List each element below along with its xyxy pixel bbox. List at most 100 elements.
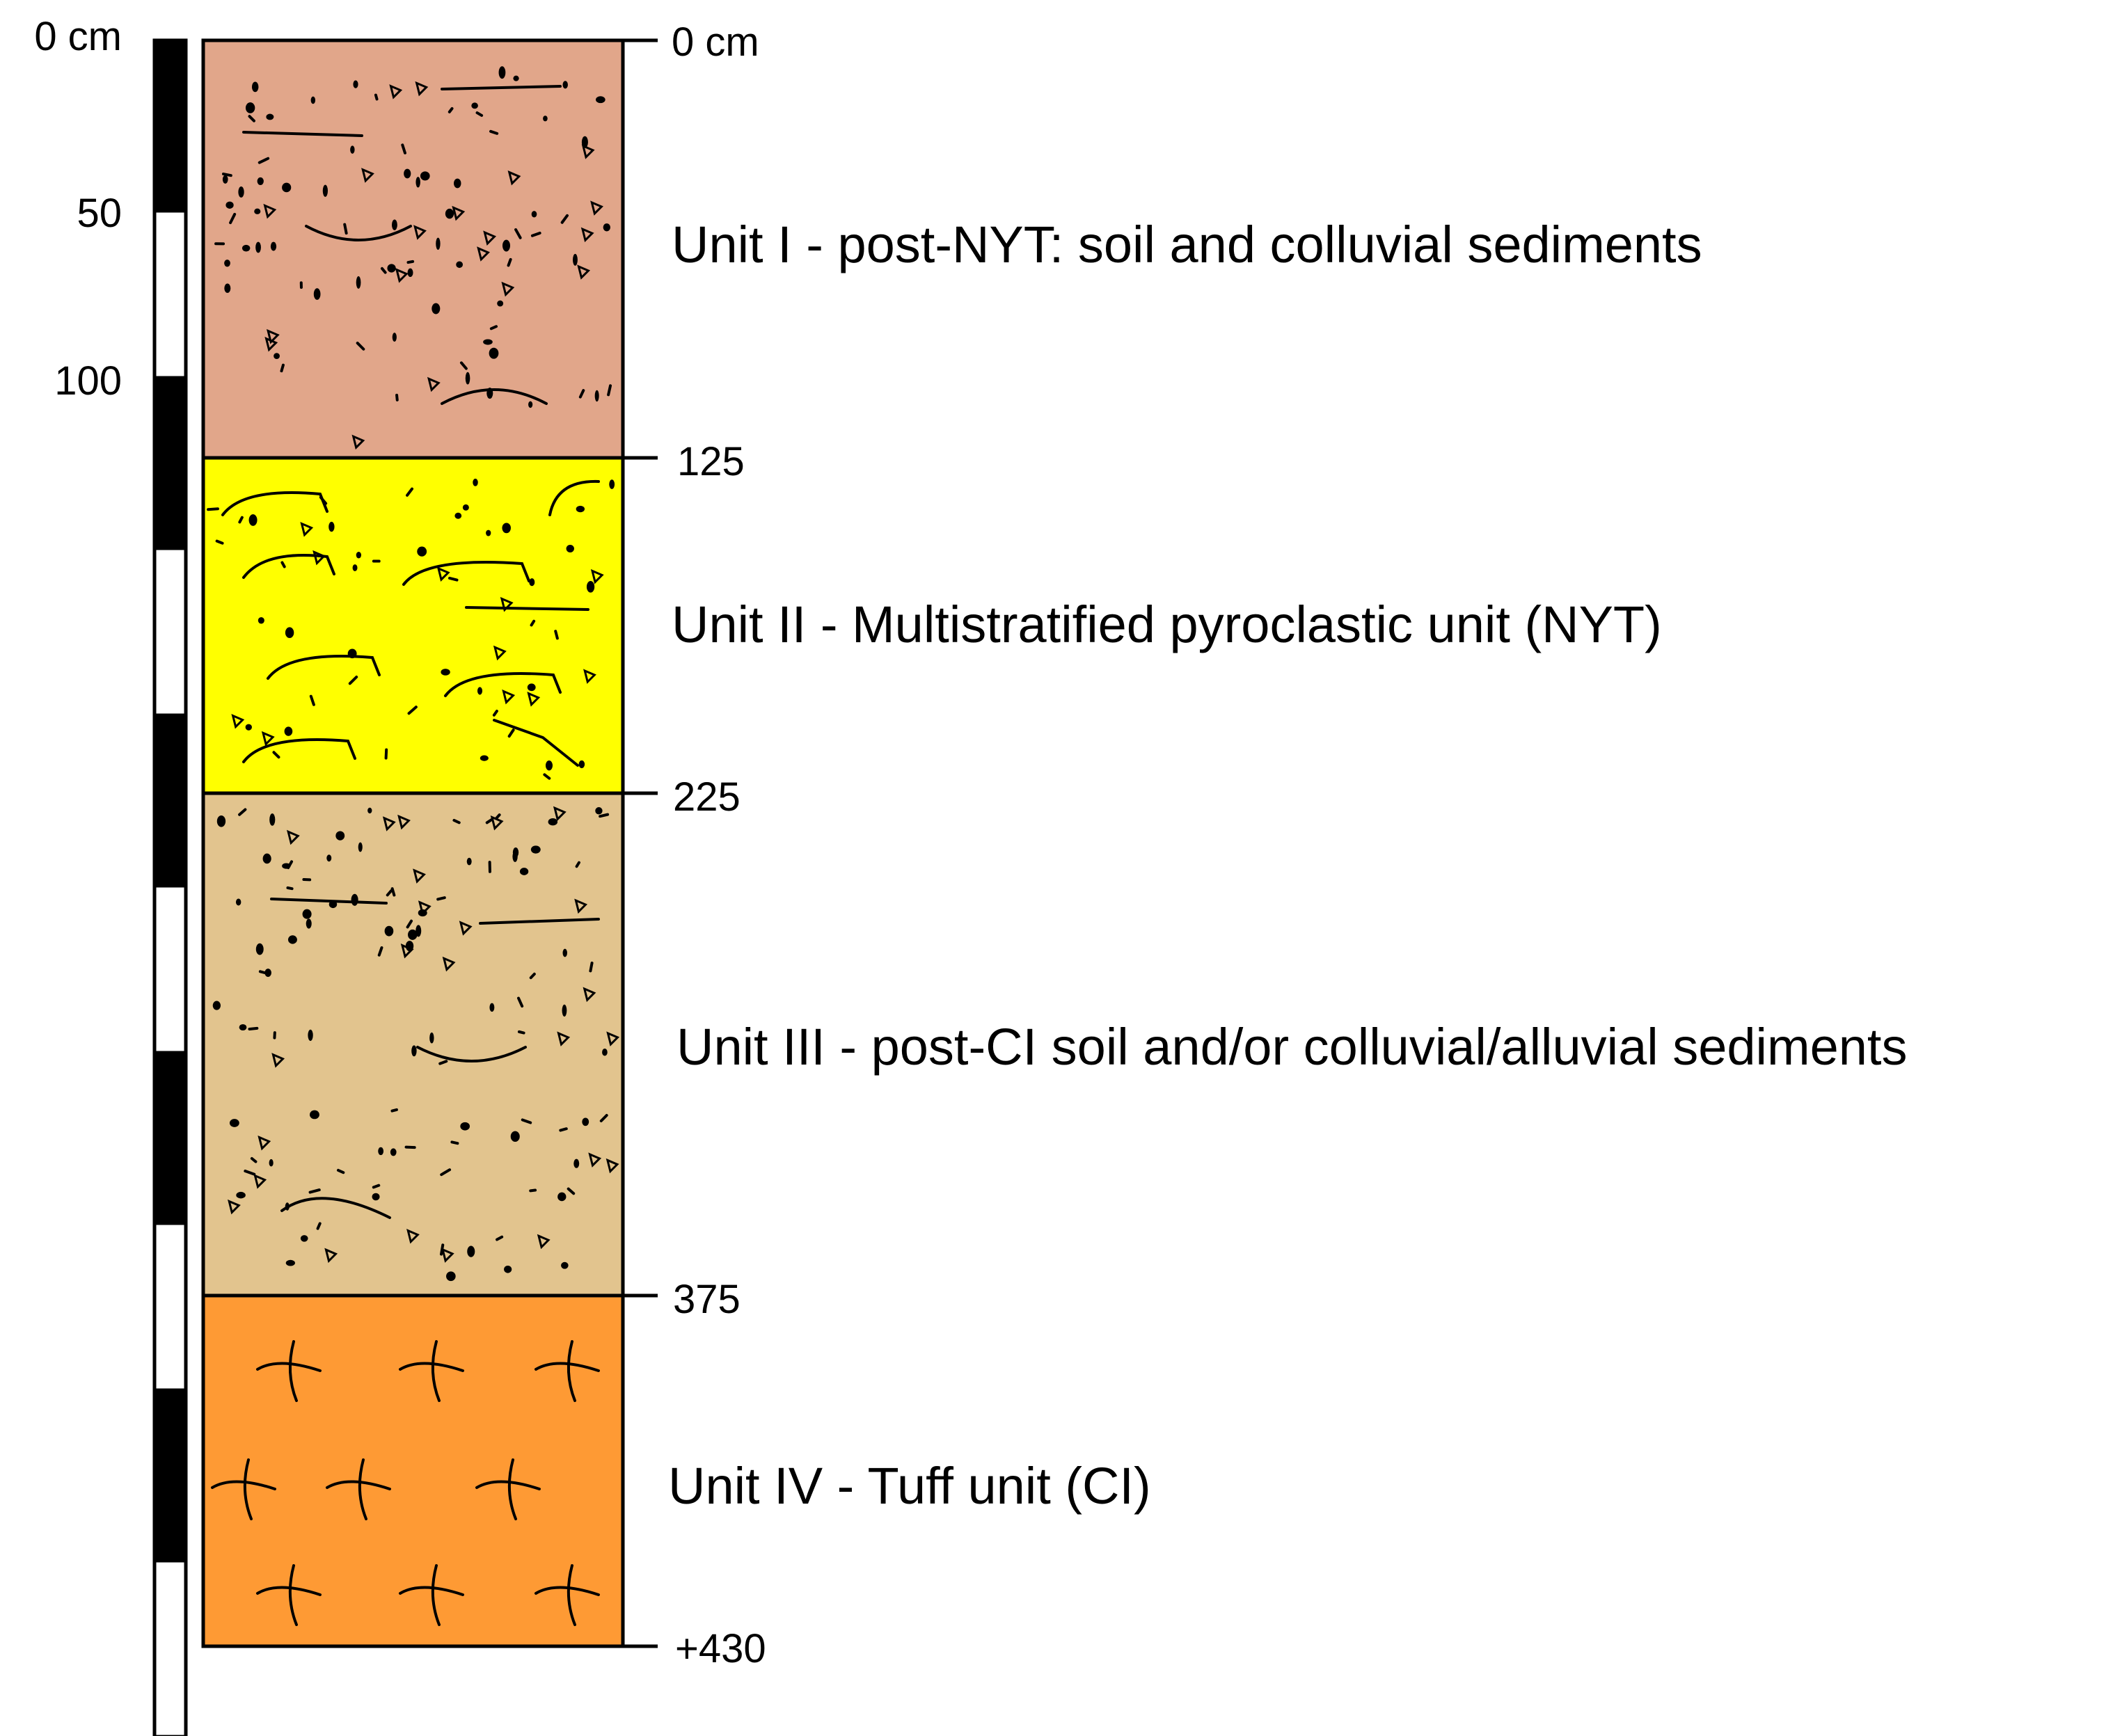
pebble-mark — [545, 761, 553, 771]
grain-dash — [448, 107, 454, 113]
pebble-mark — [358, 842, 363, 852]
clast-mark — [580, 227, 594, 243]
lens-line — [280, 1197, 391, 1219]
pebble-mark — [466, 857, 472, 866]
clast-mark — [413, 225, 427, 240]
pebble-mark — [224, 283, 231, 293]
grain-dash — [495, 813, 501, 820]
pebble-mark — [454, 178, 461, 189]
depth-label-225: 225 — [673, 774, 741, 820]
bedding-line — [479, 918, 600, 925]
pebble-mark — [284, 726, 293, 736]
clast-mark — [382, 816, 396, 831]
grain-dash — [560, 214, 569, 224]
scale-segment — [152, 1221, 188, 1392]
pebble-mark — [222, 175, 228, 184]
pebble-mark — [351, 893, 358, 906]
pebble-mark — [513, 75, 519, 81]
grain-dash — [380, 266, 387, 274]
pebble-mark — [477, 687, 483, 695]
grain-dash — [554, 630, 559, 640]
pebble-mark — [460, 1122, 470, 1131]
grain-dash — [543, 773, 551, 780]
clast-mark — [231, 714, 245, 729]
pebble-mark — [372, 1193, 380, 1201]
grain-dash — [529, 972, 536, 980]
pebble-mark — [462, 504, 469, 511]
unit-3-description: Unit III - post-CI soil and/or colluvial… — [676, 1018, 1907, 1076]
pebble-mark — [322, 184, 328, 197]
pebble-mark — [216, 815, 226, 827]
pebble-mark — [287, 935, 297, 944]
lens-line — [441, 388, 548, 405]
tuff-symbol-h — [535, 1586, 600, 1596]
pebble-mark — [270, 241, 277, 251]
grain-dash — [248, 1026, 259, 1030]
pebble-mark — [236, 1191, 246, 1199]
grain-dash — [374, 93, 379, 101]
cross-bed-line — [221, 491, 328, 516]
clast-mark — [477, 246, 490, 262]
tuff-symbol-h — [475, 1480, 541, 1490]
tuff-symbol-h — [256, 1362, 322, 1372]
tuff-symbol-h — [211, 1480, 276, 1490]
pebble-mark — [387, 264, 396, 273]
clast-mark — [361, 168, 374, 183]
grain-dash — [280, 561, 286, 568]
depth-label-430: +430 — [675, 1626, 766, 1671]
pebble-mark — [392, 333, 397, 342]
pebble-mark — [498, 66, 506, 79]
pebble-mark — [504, 1265, 512, 1273]
grain-dash — [517, 1030, 525, 1035]
pebble-mark — [415, 177, 420, 188]
grain-dash — [221, 173, 232, 177]
clast-mark — [500, 596, 514, 612]
clast-mark — [527, 692, 541, 707]
grain-dash — [452, 818, 461, 825]
pebble-mark — [483, 339, 493, 345]
grain-dash — [438, 1060, 448, 1065]
tuff-symbol-v — [243, 1458, 253, 1520]
pebble-mark — [411, 1045, 417, 1057]
clast-mark — [418, 900, 432, 916]
grain-dash — [492, 709, 498, 717]
pebble-mark — [454, 512, 462, 519]
pebble-mark — [420, 171, 430, 181]
scale-segment — [152, 376, 188, 550]
clast-mark — [286, 829, 300, 845]
grain-dash — [514, 228, 522, 239]
pebble-mark — [248, 514, 258, 526]
grain-dash — [475, 111, 484, 117]
pebble-mark — [390, 1148, 397, 1156]
scale-label-0: 0 cm — [34, 14, 122, 59]
scale-segment — [152, 1388, 188, 1563]
grain-dash — [244, 1169, 256, 1176]
pebble-mark — [285, 1259, 295, 1266]
lens-line — [416, 1046, 527, 1062]
pebble-mark — [285, 627, 294, 639]
tuff-symbol-v — [288, 1564, 298, 1626]
grain-dash — [589, 962, 594, 973]
pebble-mark — [566, 544, 574, 552]
unit-boundaries — [203, 38, 658, 1648]
depth-label-375: 375 — [673, 1277, 741, 1322]
pebble-mark — [264, 969, 271, 978]
grain-dash — [578, 389, 585, 399]
clast-mark — [605, 1158, 619, 1174]
grain-dash — [258, 970, 267, 975]
clast-mark — [606, 1031, 620, 1046]
pebble-mark — [251, 81, 259, 93]
tuff-symbol-h — [399, 1586, 464, 1596]
clast-mark — [441, 1248, 454, 1263]
grain-dash — [356, 342, 365, 351]
cross-bed-line — [548, 479, 600, 516]
clast-mark — [436, 566, 450, 582]
grain-dash — [343, 223, 348, 235]
bedding-line — [465, 606, 589, 611]
clast-mark — [590, 568, 604, 584]
grain-dash — [559, 1127, 568, 1132]
unit-4-description: Unit IV - Tuff unit (CI) — [668, 1457, 1151, 1515]
grain-dash — [238, 808, 247, 816]
pebble-mark — [224, 260, 230, 267]
grain-dash — [248, 115, 255, 122]
